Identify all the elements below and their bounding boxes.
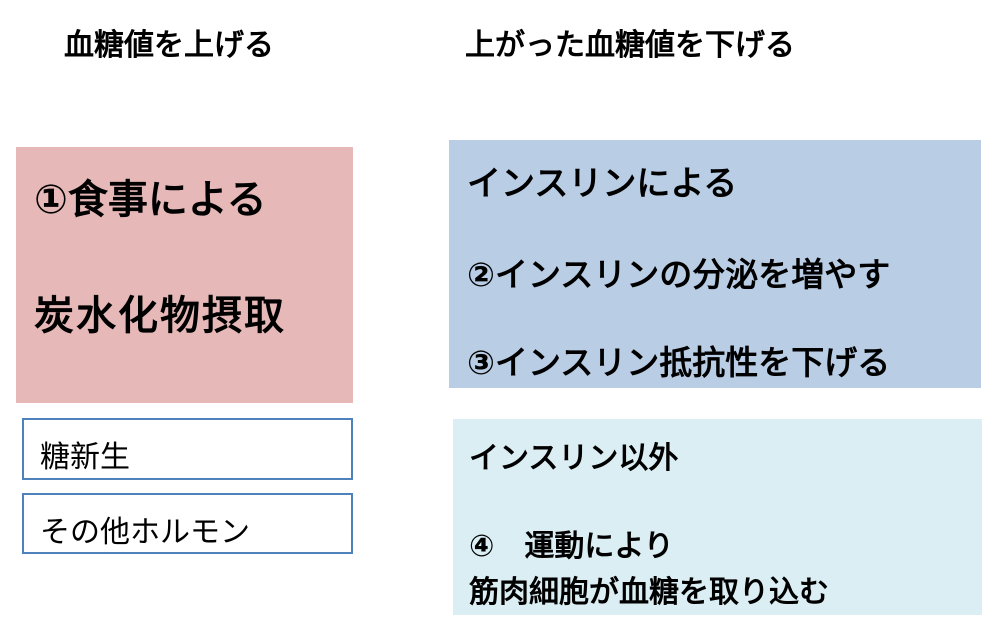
meal-carb-box: ①食事による 炭水化物摂取 bbox=[16, 147, 353, 403]
insulin-resistance-item: ③インスリン抵抗性を下げる bbox=[467, 343, 891, 382]
gluconeogenesis-label: 糖新生 bbox=[40, 440, 130, 475]
non-insulin-title: インスリン以外 bbox=[469, 441, 679, 476]
other-hormones-box: その他ホルモン bbox=[22, 493, 353, 554]
other-hormones-label: その他ホルモン bbox=[40, 515, 250, 550]
exercise-item: ④ 運動により bbox=[469, 529, 674, 564]
insulin-box: インスリンによる ②インスリンの分泌を増やす ③インスリン抵抗性を下げる bbox=[449, 140, 981, 388]
insulin-secretion-item: ②インスリンの分泌を増やす bbox=[467, 255, 891, 294]
non-insulin-box: インスリン以外 ④ 運動により 筋肉細胞が血糖を取り込む bbox=[453, 419, 982, 615]
heading-raise: 血糖値を上げる bbox=[64, 28, 274, 63]
muscle-uptake-item: 筋肉細胞が血糖を取り込む bbox=[469, 575, 829, 610]
gluconeogenesis-box: 糖新生 bbox=[22, 418, 353, 480]
insulin-title: インスリンによる bbox=[467, 164, 738, 204]
heading-lower: 上がった血糖値を下げる bbox=[465, 28, 795, 63]
meal-line: ①食事による bbox=[34, 177, 267, 223]
carb-line: 炭水化物摂取 bbox=[34, 293, 286, 339]
